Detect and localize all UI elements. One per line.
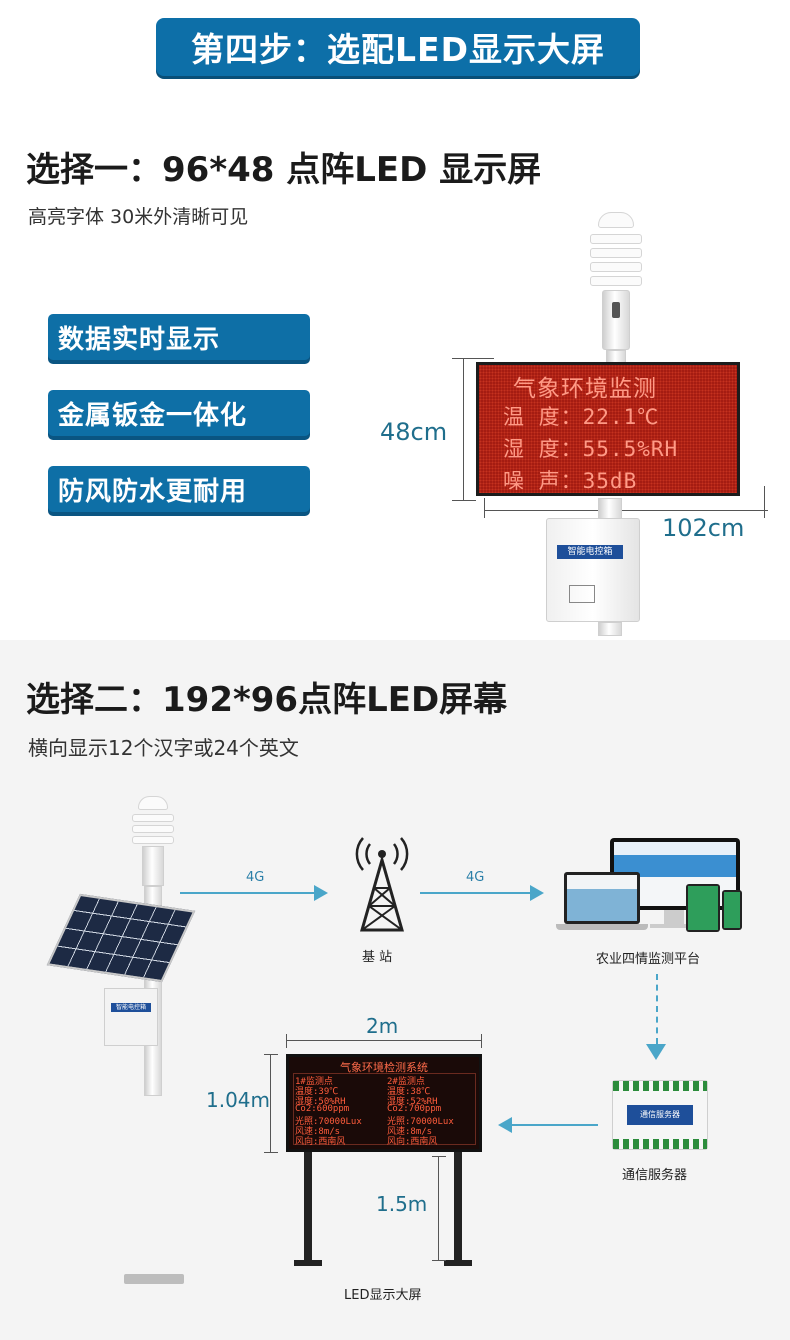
weather-station-illustration: 智能电控箱 [40,790,200,1290]
feature-badge-metal: 金属钣金一体化 [48,390,310,436]
led-leg-right [454,1152,462,1262]
height-dimension-line [270,1054,271,1152]
dimension-tick [432,1156,446,1157]
led-panel-192x96: 气象环境检测系统 1#监测点 2#监测点 温度:39℃ 温度:38℃ 湿度:50… [286,1054,482,1152]
phone-icon [722,890,742,930]
control-box-window [569,585,595,603]
server-to-led-arrow-head [498,1117,512,1133]
height-label: 48cm [380,418,448,446]
feature-label: 数据实时显示 [58,324,221,355]
panel-cell: 温度:39℃ [295,1087,339,1097]
width-dimension-line [484,510,768,511]
feature-badge-waterproof: 防风防水更耐用 [48,466,310,512]
dimension-tick [484,498,485,518]
led-foot-left [294,1260,322,1266]
width-label: 102cm [662,514,745,542]
led-panel-title: 气象环境检测系统 [340,1061,428,1074]
led-foot-right [444,1260,472,1266]
control-box: 智能电控箱 [546,518,640,622]
step-title: 第四步：选配LED显示大屏 [191,30,605,69]
communication-server-icon: 通信服务器 [612,1080,708,1150]
server-brand: 通信服务器 [627,1105,693,1125]
dimension-tick [764,486,765,518]
panel-cell: 温度:38℃ [387,1087,431,1097]
led-panel-grid [293,1073,476,1145]
leg-dimension-line [438,1156,439,1260]
option2-subtitle: 横向显示12个汉字或24个英文 [28,736,299,760]
control-box-label: 智能电控箱 [557,545,623,559]
feature-label: 金属钣金一体化 [58,400,248,431]
panel-cell: 风速:8m/s [295,1127,341,1137]
down-arrow-line [656,974,658,1044]
panel-line: 湿 度：55.5%RH [503,437,679,461]
tablet-icon [686,884,720,932]
server-to-led-arrow [512,1124,598,1126]
platform-label: 农业四情监测平台 [596,952,701,967]
panel-cell: 2#监测点 [387,1077,425,1087]
dimension-tick [264,1054,278,1055]
led-panel-96x48: 气象环境监测 温 度：22.1℃ 湿 度：55.5%RH 噪 声：35dB [476,362,740,496]
panel-cell: Co2:600ppm [295,1104,350,1114]
panel-cell: 湿度:50%RH [295,1097,346,1107]
step-banner: 第四步：选配LED显示大屏 [156,18,640,76]
led-leg-left [304,1152,312,1262]
panel-line: 气象环境监测 [513,376,657,402]
led-label: LED显示大屏 [344,1288,422,1303]
panel-line: 温 度：22.1℃ [503,405,660,429]
height-dimension-line [463,358,464,500]
dimension-tick [264,1152,278,1153]
panel-cell: 光照:70000Lux [295,1117,362,1127]
link-arrow-2-head [530,885,544,901]
led2-leg-label: 1.5m [376,1192,428,1216]
feature-label: 防风防水更耐用 [58,476,248,507]
panel-cell: 湿度:52%RH [387,1097,438,1107]
down-arrow-head [646,1044,666,1060]
panel-pole-base [598,622,622,636]
dimension-tick [481,1034,482,1048]
link-arrow-2 [420,892,530,894]
laptop-icon [564,872,640,924]
panel-cell: 风向:西南风 [295,1137,346,1147]
panel-cell: 光照:70000Lux [387,1117,454,1127]
control-box-small-label: 智能电控箱 [111,1003,151,1012]
led2-width-label: 2m [366,1014,399,1038]
base-station-tower-icon [352,836,412,932]
link2-label: 4G [466,870,485,885]
control-box-small: 智能电控箱 [104,988,158,1046]
panel-cell: 风向:西南风 [387,1137,438,1147]
option2-title: 选择二：192*96点阵LED屏幕 [26,680,508,720]
link-arrow-1-head [314,885,328,901]
monitoring-platform-devices [554,838,744,940]
link-arrow-1 [180,892,314,894]
option1-subtitle: 高亮字体 30米外清晰可见 [28,206,249,228]
dimension-tick [286,1034,287,1048]
dimension-tick [432,1260,446,1261]
server-label: 通信服务器 [622,1168,688,1183]
feature-badge-realtime: 数据实时显示 [48,314,310,360]
width-dimension-line [286,1040,482,1041]
weather-sensor-illustration [586,212,646,364]
panel-cell: 1#监测点 [295,1077,333,1087]
pole-base [124,1274,184,1284]
dimension-tick [452,358,494,359]
station-label: 基 站 [362,950,393,965]
solar-panel [46,893,196,983]
option1-title: 选择一：96*48 点阵LED 显示屏 [26,150,542,190]
panel-line: 噪 声：35dB [503,469,638,493]
panel-cell: 风速:8m/s [387,1127,433,1137]
link1-label: 4G [246,870,265,885]
panel-pole [598,498,622,520]
dimension-tick [452,500,476,501]
led2-height-label: 1.04m [206,1088,271,1112]
panel-cell: Co2:700ppm [387,1104,442,1114]
